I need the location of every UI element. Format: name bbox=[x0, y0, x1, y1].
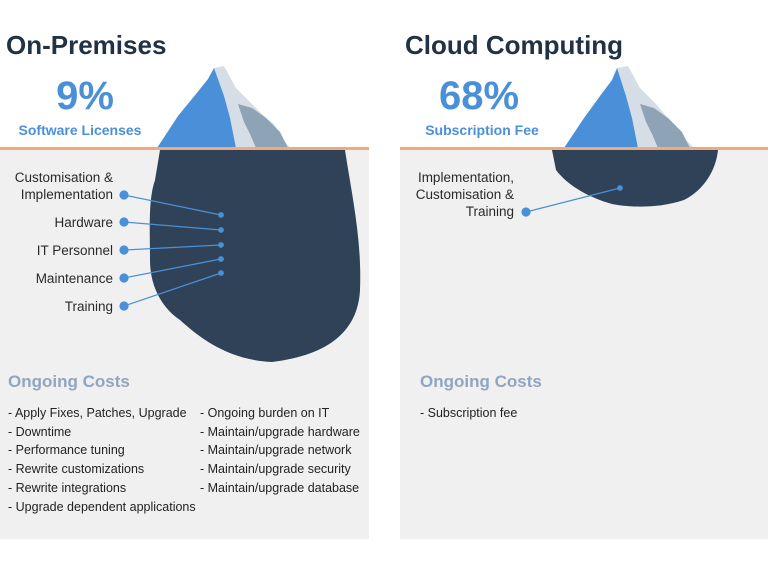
connector-dot-customisation-end bbox=[218, 212, 224, 218]
list-item: - Upgrade dependent applications bbox=[8, 499, 196, 514]
right-iceberg-underwater bbox=[552, 150, 718, 207]
connector-dot-it-personnel-end bbox=[218, 242, 224, 248]
list-item: - Rewrite integrations bbox=[8, 480, 127, 495]
list-item: - Apply Fixes, Patches, Upgrade bbox=[8, 406, 187, 420]
connector-line-it-personnel bbox=[123, 244, 222, 251]
left-iceberg-tip bbox=[157, 66, 290, 148]
cost-label-training: Training bbox=[64, 299, 113, 314]
connector-dot-training-end bbox=[218, 270, 224, 276]
cost-label-it-personnel: IT Personnel bbox=[36, 243, 113, 258]
left-percent: 9% bbox=[56, 74, 114, 118]
connector-line-training bbox=[123, 272, 222, 307]
left-ongoing-title: Ongoing Costs bbox=[8, 372, 130, 391]
list-item: - Maintain/upgrade security bbox=[200, 462, 351, 477]
right-ongoing-title: Ongoing Costs bbox=[420, 372, 542, 391]
cost-label-customisation: Customisation & Implementation bbox=[14, 170, 113, 202]
list-item: - Ongoing burden on IT bbox=[200, 406, 330, 420]
connector-dot-cloud-end bbox=[617, 185, 623, 191]
left-tip-shade bbox=[238, 104, 288, 148]
right-tip-shade bbox=[640, 104, 690, 148]
right-tip-blue bbox=[564, 68, 638, 148]
left-title: On-Premises bbox=[6, 30, 167, 60]
right-iceberg-tip bbox=[564, 66, 694, 148]
right-percent: 68% bbox=[438, 74, 520, 118]
cost-label-hardware: Hardware bbox=[54, 215, 113, 230]
cost-label-cloud-implementation: Implementation, Customisation & Training bbox=[415, 170, 514, 219]
connector-dot-maintenance-start bbox=[119, 273, 129, 283]
left-waterline bbox=[0, 147, 369, 150]
list-item: - Downtime bbox=[8, 424, 72, 439]
right-percent-label: Subscription Fee bbox=[425, 122, 539, 138]
connector-dot-hardware-start bbox=[119, 217, 129, 227]
connector-line-cloud-implementation bbox=[525, 187, 621, 213]
connector-dot-hardware-end bbox=[218, 227, 224, 233]
connector-line-maintenance bbox=[123, 258, 222, 279]
right-waterline bbox=[400, 147, 768, 150]
list-item: - Performance tuning bbox=[8, 443, 125, 458]
connector-dot-it-personnel-start bbox=[119, 245, 129, 255]
right-title: Cloud Computing bbox=[405, 30, 624, 60]
list-item: - Rewrite customizations bbox=[8, 462, 145, 477]
right-panel-background bbox=[400, 149, 768, 539]
connector-dot-maintenance-end bbox=[218, 256, 224, 262]
left-percent-label: Software Licenses bbox=[18, 122, 142, 138]
connector-dot-cloud-start bbox=[521, 207, 531, 217]
right-ongoing-list: - Subscription fee bbox=[420, 404, 517, 423]
left-tip-blue bbox=[157, 68, 236, 148]
cost-label-maintenance: Maintenance bbox=[35, 271, 113, 286]
list-item: - Maintain/upgrade hardware bbox=[200, 424, 360, 439]
connector-line-hardware bbox=[123, 221, 222, 231]
connector-dot-customisation-start bbox=[119, 190, 129, 200]
connector-dot-training-start bbox=[119, 301, 129, 311]
connector-line-customisation bbox=[123, 194, 222, 216]
list-item: - Maintain/upgrade network bbox=[200, 443, 352, 458]
left-ongoing-list-col2: - Ongoing burden on IT - Maintain/upgrad… bbox=[200, 404, 360, 498]
list-item: - Subscription fee bbox=[420, 406, 518, 420]
list-item: - Maintain/upgrade database bbox=[200, 480, 360, 495]
left-ongoing-list-col1: - Apply Fixes, Patches, Upgrade - Downti… bbox=[8, 404, 196, 516]
left-iceberg-underwater bbox=[149, 150, 361, 362]
